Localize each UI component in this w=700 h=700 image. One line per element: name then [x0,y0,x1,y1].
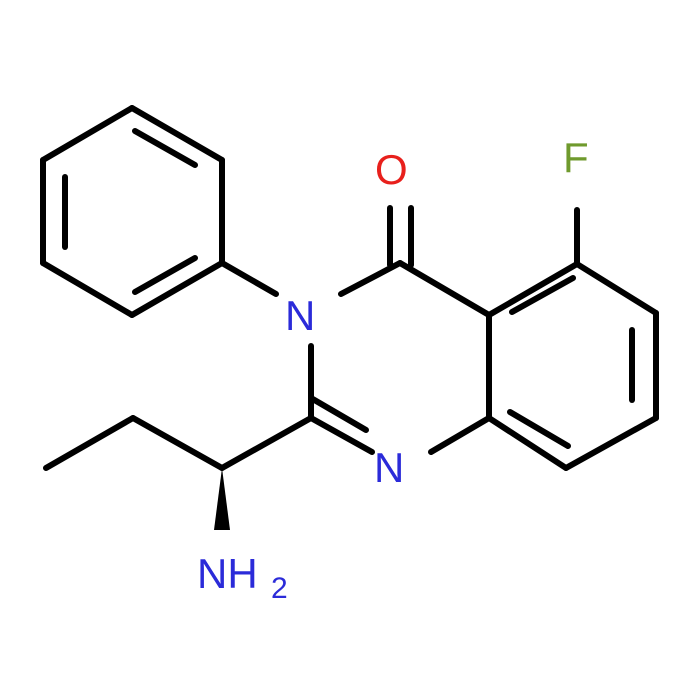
bond [308,415,375,455]
bond [43,415,136,471]
bond [563,415,659,471]
bond [40,260,135,318]
bond [338,260,403,297]
bond [486,261,580,318]
amine-subscript: 2 [271,572,288,605]
bond [507,409,571,449]
pyrimidinone-ring [308,260,492,455]
fluorine-atom-label: F [563,134,589,181]
bond [219,260,279,297]
bond [509,275,576,315]
benzo-ring [486,261,659,471]
bond [486,415,569,471]
amine-atom-label: NH [197,550,258,597]
bond [574,261,659,316]
phenyl-ring [40,105,225,318]
bond [40,105,135,163]
bond [132,255,198,295]
n3-atom-label: N [285,292,315,339]
bond [308,395,369,433]
bond [129,105,225,163]
bond [130,415,225,471]
n1-atom-label: N [374,444,404,491]
wedge-bond [214,468,230,530]
oxygen-atom-label: O [375,146,408,193]
bond [428,415,492,455]
bond [132,128,198,168]
bond [397,260,492,318]
bond [219,415,314,471]
bond [129,260,225,318]
